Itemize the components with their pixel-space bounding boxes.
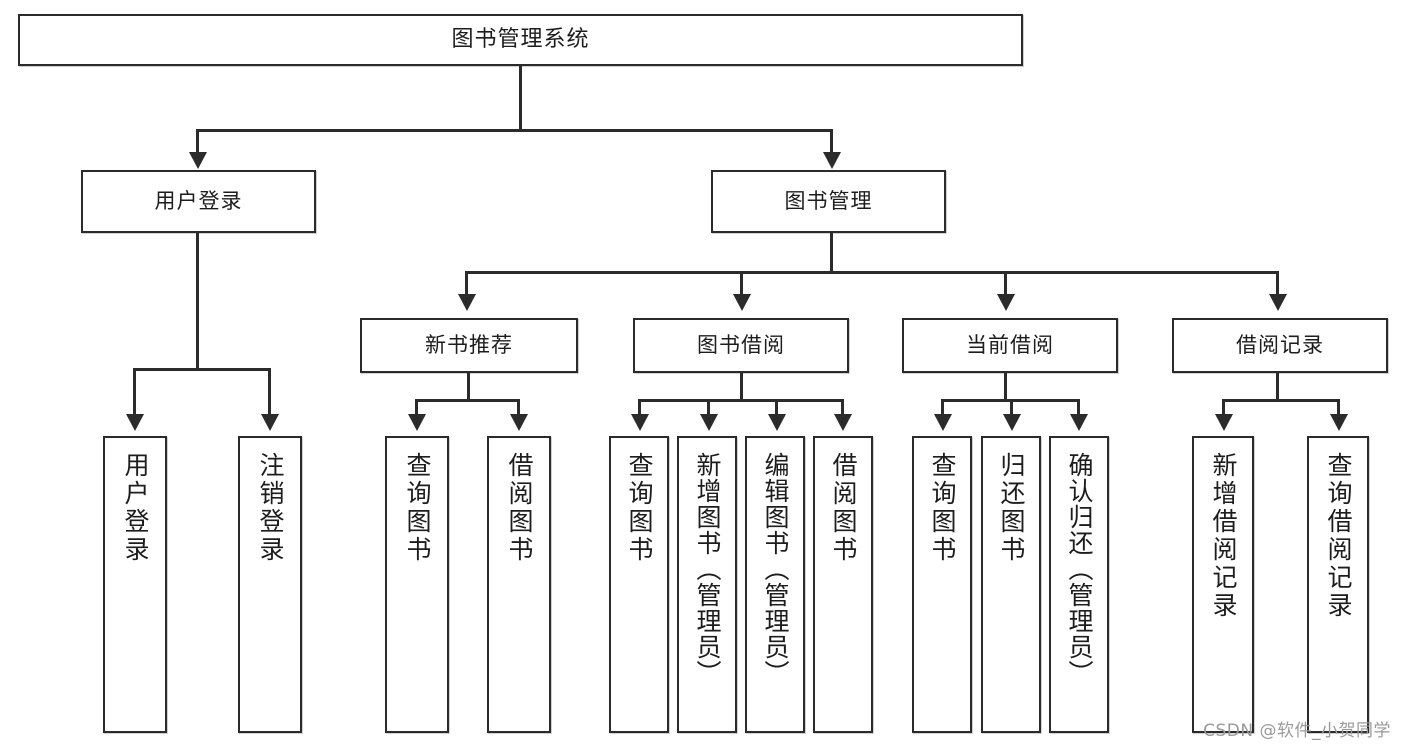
connector-new-book-stem xyxy=(467,373,470,401)
connector-book-borrow-c2 xyxy=(707,399,710,418)
watermark: CSDN @软件_小贺同学 xyxy=(1203,721,1391,741)
connector-to-current-borrow xyxy=(1004,271,1007,299)
leaf-confirm-return-admin[interactable]: 确认归还（管理员） xyxy=(1049,436,1109,733)
arrow-to-leaf-add-record xyxy=(1215,414,1233,431)
connector-borrow-record-stem xyxy=(1276,373,1279,401)
connector-book-borrow-stem xyxy=(740,373,743,401)
leaf-logout[interactable]: 注销登录 xyxy=(238,436,302,733)
leaf-query-borrow-record[interactable]: 查询借阅记录 xyxy=(1307,436,1369,733)
node-label: 借阅图书 xyxy=(505,452,534,564)
arrow-to-leaf-user-login xyxy=(126,414,144,431)
connector-root-stem xyxy=(519,66,522,131)
connector-borrow-record-left xyxy=(1222,399,1225,418)
connector-to-book-borrow xyxy=(740,271,743,299)
connector-current-borrow-stem xyxy=(1004,373,1007,401)
arrow-to-new-book-recommend xyxy=(458,294,476,311)
arrow-to-leaf-query-record xyxy=(1330,414,1348,431)
node-label: 新增借阅记录 xyxy=(1209,452,1238,620)
connector-user-login-right xyxy=(268,368,271,418)
leaf-add-borrow-record[interactable]: 新增借阅记录 xyxy=(1192,436,1254,733)
connector-book-manage-stem xyxy=(830,233,833,273)
connector-new-book-bar xyxy=(415,399,520,402)
node-label: 图书管理 xyxy=(784,188,873,213)
leaf-return-book[interactable]: 归还图书 xyxy=(981,436,1041,733)
node-label: 查询借阅记录 xyxy=(1324,452,1353,620)
node-root-system[interactable]: 图书管理系统 xyxy=(18,14,1023,66)
node-label: 用户登录 xyxy=(121,452,150,564)
leaf-add-book-admin[interactable]: 新增图书（管理员） xyxy=(677,436,737,733)
arrow-to-leaf-return-book xyxy=(1003,414,1021,431)
connector-book-borrow-c3 xyxy=(775,399,778,418)
node-label: 用户登录 xyxy=(154,188,243,213)
connector-current-borrow-c3 xyxy=(1077,399,1080,418)
connector-user-login-left xyxy=(133,368,136,418)
leaf-query-book-borrow[interactable]: 查询图书 xyxy=(609,436,669,733)
arrow-to-book-borrow xyxy=(733,294,751,311)
arrow-to-leaf-logout xyxy=(261,414,279,431)
connector-current-borrow-c1 xyxy=(941,399,944,418)
node-label: 图书管理系统 xyxy=(451,26,590,52)
arrow-to-leaf-confirm-return xyxy=(1070,414,1088,431)
node-book-borrow[interactable]: 图书借阅 xyxy=(633,318,849,373)
arrow-to-leaf-query-book-2 xyxy=(631,414,649,431)
node-label: 借阅记录 xyxy=(1236,332,1324,357)
node-label: 查询图书 xyxy=(625,452,654,564)
node-current-borrow[interactable]: 当前借阅 xyxy=(902,318,1118,373)
connector-book-manage-bar xyxy=(465,271,1279,274)
node-label: 当前借阅 xyxy=(966,332,1054,357)
connector-borrow-record-bar xyxy=(1222,399,1340,402)
node-borrow-record[interactable]: 借阅记录 xyxy=(1172,318,1388,373)
leaf-query-book-recommend[interactable]: 查询图书 xyxy=(385,436,449,733)
node-label: 归还图书 xyxy=(997,452,1026,564)
connector-book-borrow-bar xyxy=(638,399,844,402)
arrow-to-book-manage xyxy=(823,152,841,169)
node-label: 编辑图书（管理员） xyxy=(761,452,790,686)
leaf-borrow-book-recommend[interactable]: 借阅图书 xyxy=(487,436,551,733)
leaf-borrow-book[interactable]: 借阅图书 xyxy=(813,436,873,733)
connector-borrow-record-right xyxy=(1337,399,1340,418)
arrow-to-leaf-query-book-3 xyxy=(934,414,952,431)
arrow-to-leaf-edit-book xyxy=(768,414,786,431)
leaf-edit-book-admin[interactable]: 编辑图书（管理员） xyxy=(745,436,805,733)
connector-book-borrow-c1 xyxy=(638,399,641,418)
connector-root-bar xyxy=(196,129,833,132)
leaf-user-login[interactable]: 用户登录 xyxy=(103,436,167,733)
node-label: 查询图书 xyxy=(403,452,432,564)
node-new-book-recommend[interactable]: 新书推荐 xyxy=(360,318,578,373)
node-label: 借阅图书 xyxy=(829,452,858,564)
connector-book-borrow-c4 xyxy=(841,399,844,418)
arrow-to-user-login xyxy=(189,152,207,169)
node-label: 注销登录 xyxy=(256,452,285,564)
connector-current-borrow-c2 xyxy=(1010,399,1013,418)
connector-root-to-user-login xyxy=(196,129,199,157)
arrow-to-leaf-query-book-1 xyxy=(408,414,426,431)
arrow-to-borrow-record xyxy=(1269,294,1287,311)
connector-user-login-bar xyxy=(133,368,271,371)
node-user-login[interactable]: 用户登录 xyxy=(81,170,316,233)
arrow-to-leaf-borrow-book-2 xyxy=(834,414,852,431)
connector-new-book-left xyxy=(415,399,418,418)
node-label: 新增图书（管理员） xyxy=(693,452,722,686)
node-book-manage[interactable]: 图书管理 xyxy=(711,170,946,233)
node-label: 查询图书 xyxy=(928,452,957,564)
node-label: 图书借阅 xyxy=(697,332,785,357)
node-label: 新书推荐 xyxy=(425,332,513,357)
connector-new-book-right xyxy=(517,399,520,418)
connector-to-new-book xyxy=(465,271,468,299)
leaf-query-book-current[interactable]: 查询图书 xyxy=(912,436,972,733)
connector-root-to-book-manage xyxy=(830,129,833,157)
connector-to-borrow-record xyxy=(1276,271,1279,299)
connector-user-login-stem xyxy=(196,233,199,370)
arrow-to-current-borrow xyxy=(997,294,1015,311)
arrow-to-leaf-add-book xyxy=(700,414,718,431)
node-label: 确认归还（管理员） xyxy=(1065,452,1094,686)
arrow-to-leaf-borrow-book-1 xyxy=(510,414,528,431)
